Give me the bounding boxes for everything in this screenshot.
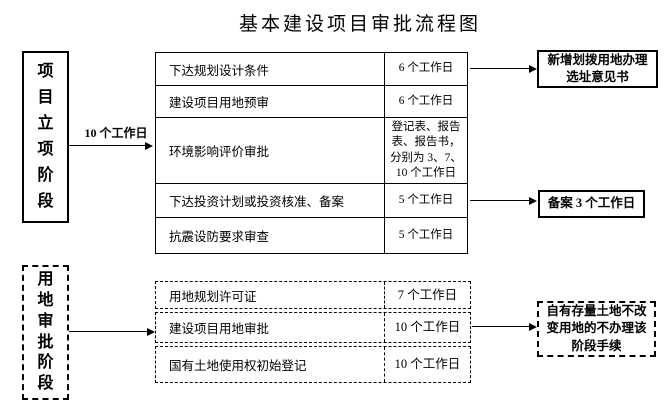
table-row: 用地规划许可证 7 个工作日 xyxy=(155,281,471,309)
step-duration: 10 个工作日 xyxy=(394,357,461,372)
step-name: 下达规划设计条件 xyxy=(156,53,385,85)
callout1-flow-arrow xyxy=(470,64,537,73)
table-row: 下达规划设计条件 6 个工作日 xyxy=(156,53,467,86)
step-name: 环境影响评价审批 xyxy=(156,118,385,183)
stage2-label: 用地审批阶段 xyxy=(37,271,54,393)
callout2-flow-arrow xyxy=(470,196,537,205)
table-row: 抗震设防要求审查 5 个工作日 xyxy=(156,218,467,253)
step-name: 用地规划许可证 xyxy=(156,282,385,308)
stage2-callout-existing-land: 自有存量土地不改变用地的不办理该阶段手续 xyxy=(537,301,656,357)
diagram-title: 基本建设项目审批流程图 xyxy=(238,14,481,35)
arrowhead-right-icon xyxy=(145,141,153,150)
step-duration: 10 个工作日 xyxy=(394,320,461,335)
step-duration: 6 个工作日 xyxy=(398,94,454,107)
arrowhead-right-icon xyxy=(147,327,155,336)
stage1-callout-filing: 备案 3 个工作日 xyxy=(538,190,645,218)
callout3-flow-arrow xyxy=(472,322,537,331)
step-duration: 7 个工作日 xyxy=(397,287,458,302)
table-row: 建设项目用地审批 10 个工作日 xyxy=(155,312,471,343)
step-duration: 5 个工作日 xyxy=(398,193,454,206)
step-name: 抗震设防要求审查 xyxy=(156,218,385,253)
stage1-flow-arrow xyxy=(69,141,153,150)
stage1-callout-siting-opinion: 新增划拨用地办理选址意见书 xyxy=(537,50,658,88)
stage2-flow-arrow xyxy=(69,327,155,336)
stage2-box: 用地审批阶段 xyxy=(22,265,69,400)
table-row: 建设项目用地预审 6 个工作日 xyxy=(156,86,467,118)
step-duration: 5 个工作日 xyxy=(398,228,454,241)
stage1-table: 下达规划设计条件 6 个工作日 建设项目用地预审 6 个工作日 环境影响评价审批… xyxy=(155,52,468,254)
arrowhead-right-icon xyxy=(529,322,537,331)
step-duration: 登记表、报告表、报告书，分别为 3、7、10 个工作日 xyxy=(390,121,462,179)
table-row: 国有土地使用权初始登记 10 个工作日 xyxy=(155,346,471,383)
stage1-box: 项目立项阶段 xyxy=(22,51,69,223)
table-row: 环境影响评价审批 登记表、报告表、报告书，分别为 3、7、10 个工作日 xyxy=(156,118,467,184)
stage1-arrow-label: 10 个工作日 xyxy=(84,126,148,140)
step-name: 建设项目用地审批 xyxy=(156,313,385,342)
stage1-label: 项目立项阶段 xyxy=(37,63,54,210)
arrowhead-right-icon xyxy=(529,196,537,205)
step-name: 下达投资计划或投资核准、备案 xyxy=(156,184,385,217)
step-name: 建设项目用地预审 xyxy=(156,86,385,117)
step-duration: 6 个工作日 xyxy=(398,62,454,75)
step-name: 国有土地使用权初始登记 xyxy=(156,347,385,382)
table-row: 下达投资计划或投资核准、备案 5 个工作日 xyxy=(156,184,467,218)
arrowhead-right-icon xyxy=(529,64,537,73)
